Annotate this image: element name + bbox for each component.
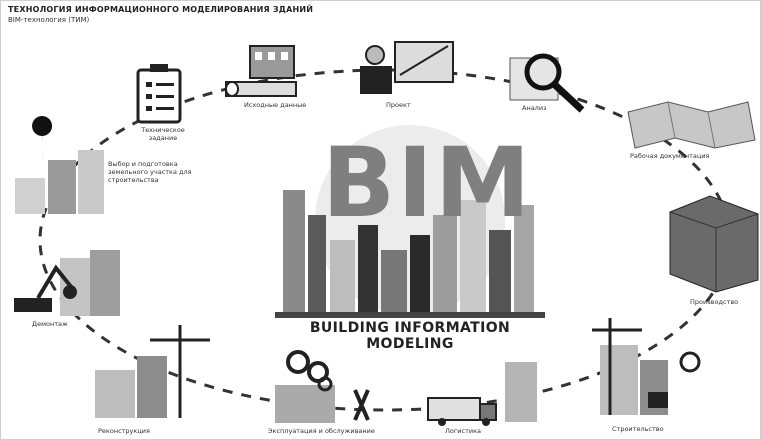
stage-label-fabrika: Производство (690, 298, 739, 306)
stage-label-iskhodnye: Исходные данные (244, 101, 307, 109)
bim-caption: BUILDING INFORMATION MODELING (309, 320, 511, 352)
stage-label-snos: Демонтаж (32, 320, 68, 328)
central-skyline-illustration (275, 125, 545, 318)
page-subtitle: BIM-технология (ТИМ) (8, 16, 90, 24)
documents-icon (225, 45, 297, 97)
checklist-icon (136, 64, 182, 124)
stage-label-zadanie: Техническое задание (141, 126, 185, 142)
construction-icon (592, 318, 701, 415)
stage-label-uchastok: Выбор и подготовка земельного участка дл… (108, 160, 192, 184)
stage-label-stroitelstvo: Строительство (612, 425, 664, 433)
bim-title: BIM (322, 127, 533, 239)
magnifier-icon (509, 53, 585, 113)
stage-label-ekspluatatsiya: Эксплуатация и обслуживание (268, 427, 375, 435)
stage-label-rekonstruktsiya: Реконструкция (98, 427, 150, 435)
stage-label-rd: Рабочая документация (630, 152, 710, 160)
location-pin-icon (15, 116, 104, 214)
stage-label-proekt: Проект (386, 101, 411, 109)
truck-icon (427, 362, 537, 426)
architect-icon (360, 41, 454, 94)
excavator-icon (14, 250, 120, 316)
stage-label-logistika: Логистика (445, 427, 481, 435)
gears-icon (275, 350, 370, 423)
stage-label-analiz: Анализ (522, 104, 547, 112)
page-title: ТЕХНОЛОГИЯ ИНФОРМАЦИОННОГО МОДЕЛИРОВАНИЯ… (8, 5, 314, 14)
crane-icon (95, 325, 210, 418)
factory-icon (669, 195, 759, 293)
map-icon (627, 101, 756, 149)
